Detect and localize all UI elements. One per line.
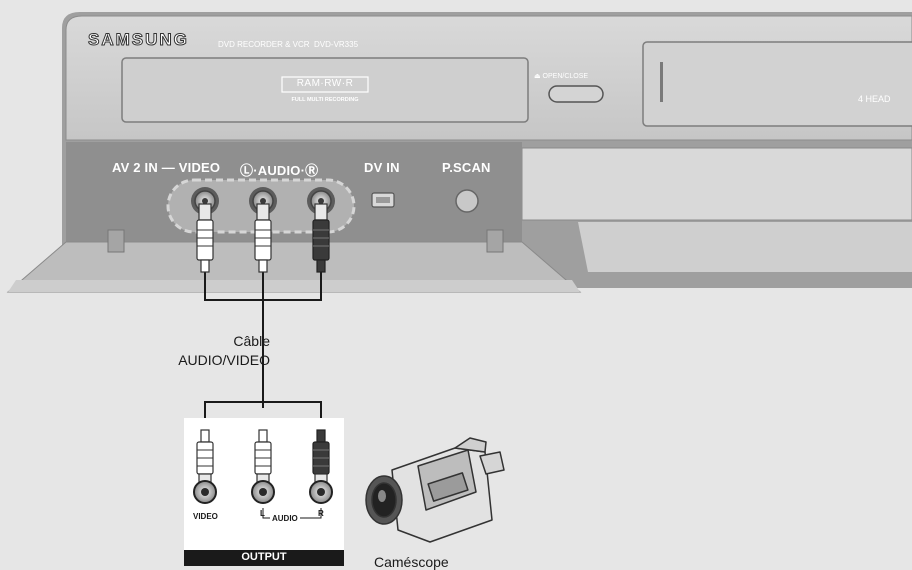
head-label: 4 HEAD bbox=[858, 94, 891, 104]
audio-lr-label: Ⓛ·AUDIO·Ⓡ bbox=[240, 163, 319, 178]
cable-label-line1: Câble bbox=[233, 333, 270, 349]
camcorder-icon bbox=[365, 437, 505, 543]
audio-l-plug-bottom bbox=[251, 429, 275, 504]
disc-logo-box bbox=[281, 76, 369, 93]
pscan-button[interactable] bbox=[455, 189, 479, 213]
video-plug-top bbox=[196, 203, 214, 273]
front-panel bbox=[66, 142, 522, 242]
cable-label-line2: AUDIO/VIDEO bbox=[178, 352, 270, 368]
cable-label: Câble AUDIO/VIDEO bbox=[140, 332, 270, 370]
video-output-label: VIDEO bbox=[193, 512, 218, 521]
camcorder-label: Caméscope bbox=[374, 554, 449, 570]
l-output-label: L bbox=[260, 509, 265, 518]
disc-subtitle-text: FULL MULTI RECORDING bbox=[291, 97, 359, 103]
audio-l-plug-top bbox=[254, 203, 272, 273]
vcr-slot-marker bbox=[660, 62, 663, 102]
model-text: DVD RECORDER & VCR DVD-VR335 bbox=[218, 40, 359, 49]
disc-tray-slot bbox=[121, 57, 529, 123]
dv-in-label: DV IN bbox=[364, 160, 400, 175]
audio-r-plug-top bbox=[312, 203, 330, 273]
open-close-label: ⏏ OPEN/CLOSE bbox=[534, 73, 589, 80]
pscan-label: P.SCAN bbox=[442, 160, 491, 175]
vcr-slot bbox=[642, 41, 912, 127]
brand-logo: SAMSUNG bbox=[88, 30, 189, 50]
av2-video-label: AV 2 IN — VIDEO bbox=[112, 160, 221, 175]
video-plug-bottom bbox=[193, 429, 217, 504]
output-label: OUTPUT bbox=[241, 551, 287, 563]
disc-logo-text: RAM·RW·R bbox=[296, 78, 354, 89]
front-flap bbox=[6, 229, 582, 293]
audio-r-plug-bottom bbox=[309, 429, 333, 504]
open-close-button[interactable] bbox=[548, 85, 604, 103]
audio-output-label: AUDIO bbox=[270, 514, 300, 523]
r-output-label: R bbox=[318, 509, 324, 518]
av-cable bbox=[204, 272, 322, 430]
output-bar bbox=[184, 550, 344, 566]
